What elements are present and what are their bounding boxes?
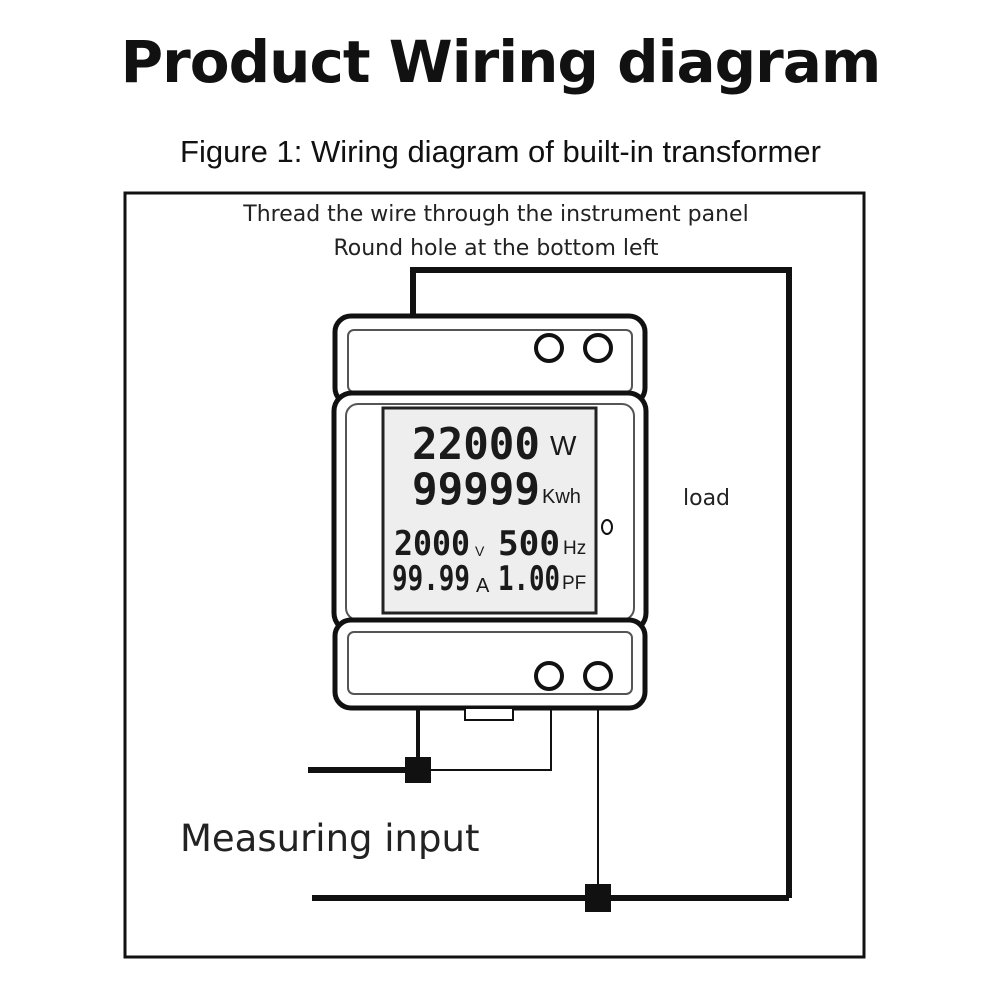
terminal-screw-icon bbox=[583, 661, 613, 691]
lcd-screen bbox=[381, 406, 598, 615]
energy-unit: Kwh bbox=[542, 486, 581, 508]
terminal-screw-icon bbox=[534, 661, 564, 691]
power-factor-unit: PF bbox=[562, 573, 586, 594]
energy-meter: 22000 W 99999 Kwh 2000 V 500 Hz 99.99 A … bbox=[331, 313, 649, 721]
load-wire-loop bbox=[410, 267, 792, 898]
meter-bottom-inner bbox=[347, 631, 633, 695]
terminal-screw-icon bbox=[583, 333, 613, 363]
figure-caption: Figure 1: Wiring diagram of built-in tra… bbox=[180, 134, 821, 169]
meter-base-tab bbox=[464, 707, 514, 721]
page-title: Product Wiring diagram bbox=[120, 28, 882, 96]
load-label: load bbox=[683, 486, 730, 511]
instruction-line-2: Round hole at the bottom left bbox=[333, 236, 658, 261]
energy-value: 99999 bbox=[412, 464, 540, 515]
terminal-screw-icon bbox=[534, 333, 564, 363]
power-value: 22000 bbox=[412, 419, 540, 470]
frequency-value: 500 bbox=[498, 524, 560, 564]
meter-lead-thin bbox=[428, 708, 552, 771]
diagram-frame bbox=[123, 191, 866, 959]
frequency-unit: Hz bbox=[563, 538, 586, 559]
power-unit: W bbox=[550, 430, 577, 461]
power-factor-value: 1.00 bbox=[498, 559, 560, 599]
current-value: 99.99 bbox=[392, 559, 470, 599]
junction-icon bbox=[405, 757, 431, 783]
junction-icon bbox=[585, 884, 611, 912]
status-led-icon bbox=[601, 519, 613, 535]
voltage-unit: V bbox=[475, 543, 485, 559]
instruction-line-1: Thread the wire through the instrument p… bbox=[242, 202, 748, 227]
voltage-value: 2000 bbox=[394, 524, 470, 564]
current-unit: A bbox=[476, 575, 490, 597]
measuring-input-label: Measuring input bbox=[180, 817, 479, 860]
